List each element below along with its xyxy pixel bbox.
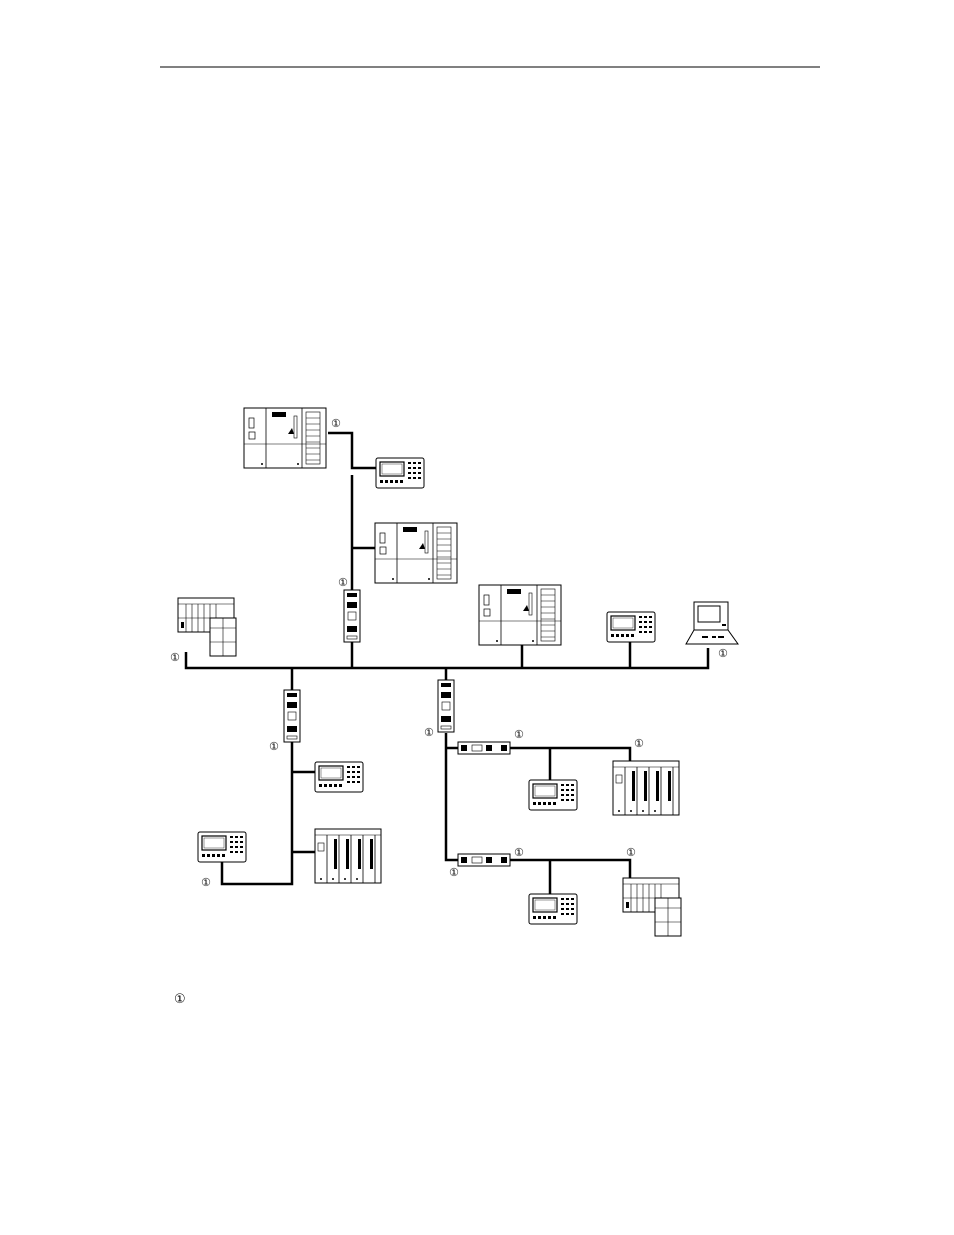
op-panel-right xyxy=(607,612,655,642)
callout-1-plc400-right: ① xyxy=(634,737,644,750)
op-panel-center-1 xyxy=(529,780,577,810)
callout-1-terminal1: ① xyxy=(514,728,524,741)
terminal-bus-2 xyxy=(458,854,510,866)
op-panel-center-2 xyxy=(529,894,577,924)
callout-1-et200-left: ① xyxy=(170,651,180,664)
network-cables xyxy=(186,433,708,894)
upper-cable xyxy=(328,433,376,592)
callout-1-terminal2: ① xyxy=(514,846,524,859)
callout-1-top: ① xyxy=(331,417,341,430)
plc-s7-400-left xyxy=(315,829,381,883)
callout-markers: ① ① ① ① ① ① ① ① ① ① ① ① xyxy=(170,417,728,889)
et200-left xyxy=(178,598,236,656)
plc-s7-400-right xyxy=(613,761,679,815)
callout-1-laptop: ① xyxy=(718,647,728,660)
repeater-left xyxy=(284,690,300,742)
et200-right xyxy=(623,878,681,936)
op-panel-left-low xyxy=(198,832,246,862)
op-panel-top xyxy=(376,458,424,488)
callout-1-left-repeater: ① xyxy=(269,740,279,753)
terminal2-cable xyxy=(510,860,630,894)
terminal1-cable xyxy=(510,748,630,780)
center-branch xyxy=(446,733,458,860)
callout-1-et200-right: ① xyxy=(626,846,636,859)
plc-s7-300-right xyxy=(479,585,561,645)
callout-1-upper-repeater: ① xyxy=(338,576,348,589)
callout-1-center-repeater: ① xyxy=(424,726,434,739)
plc-s7-300-top xyxy=(244,408,326,468)
footnote-marker: ① xyxy=(174,992,186,1007)
callout-1-op-left-low: ① xyxy=(201,876,211,889)
repeater-center xyxy=(438,680,454,732)
callout-1-terminal2-left: ① xyxy=(449,866,459,879)
repeater-upper xyxy=(344,590,360,642)
terminal-bus-1 xyxy=(458,742,510,754)
plc-s7-300-middle xyxy=(375,523,457,583)
pg-laptop xyxy=(686,602,738,644)
op-panel-left-mid xyxy=(315,762,363,792)
